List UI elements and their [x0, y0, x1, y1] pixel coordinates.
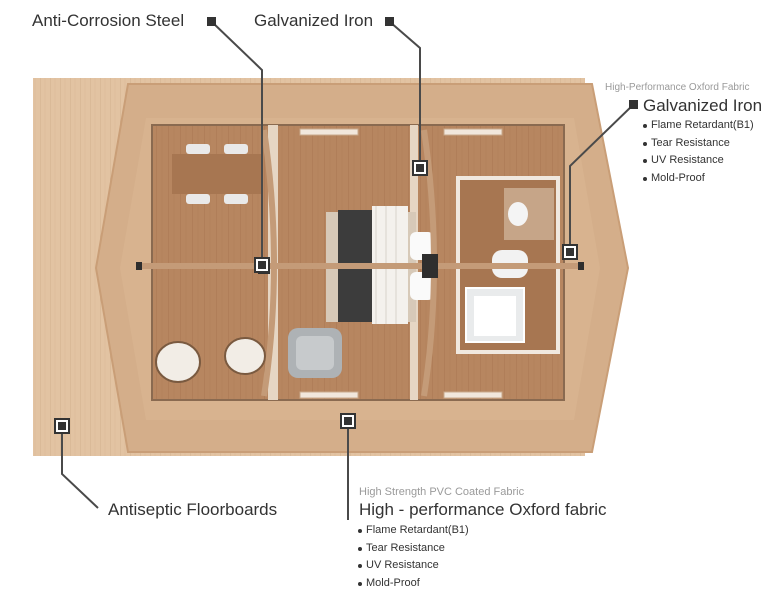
galvanized-iron-right-label: Galvanized Iron — [643, 96, 763, 115]
antiseptic-floorboards-label: Antiseptic Floorboards — [108, 500, 278, 519]
oxford-fabric-label: High - performance Oxford fabric — [359, 500, 607, 519]
pvc-fabric-subtitle: High Strength PVC Coated Fabric — [359, 486, 525, 498]
feature-item: Flame Retardant(B1) — [357, 522, 469, 540]
anti-corrosion-steel-label: Anti-Corrosion Steel — [32, 11, 185, 30]
dining-set — [172, 144, 262, 204]
feature-item: Tear Resistance — [357, 540, 469, 558]
feature-item: Mold-Proof — [642, 170, 754, 188]
feature-item: Tear Resistance — [642, 135, 754, 153]
feature-item: UV Resistance — [642, 152, 754, 170]
oxford-fabric-feature-list: Flame Retardant(B1) Tear Resistance UV R… — [357, 522, 469, 592]
callout-markers — [54, 17, 638, 434]
feature-item: Mold-Proof — [357, 575, 469, 593]
lounge-chairs — [155, 328, 342, 383]
galvanized-iron-feature-list: Flame Retardant(B1) Tear Resistance UV R… — [642, 117, 754, 187]
callout-leader-lines — [61, 21, 635, 520]
feature-item: UV Resistance — [357, 557, 469, 575]
galvanized-iron-top-label: Galvanized Iron — [254, 11, 374, 30]
oxford-fabric-subtitle-right: High-Performance Oxford Fabric — [605, 82, 750, 93]
feature-item: Flame Retardant(B1) — [642, 117, 754, 135]
